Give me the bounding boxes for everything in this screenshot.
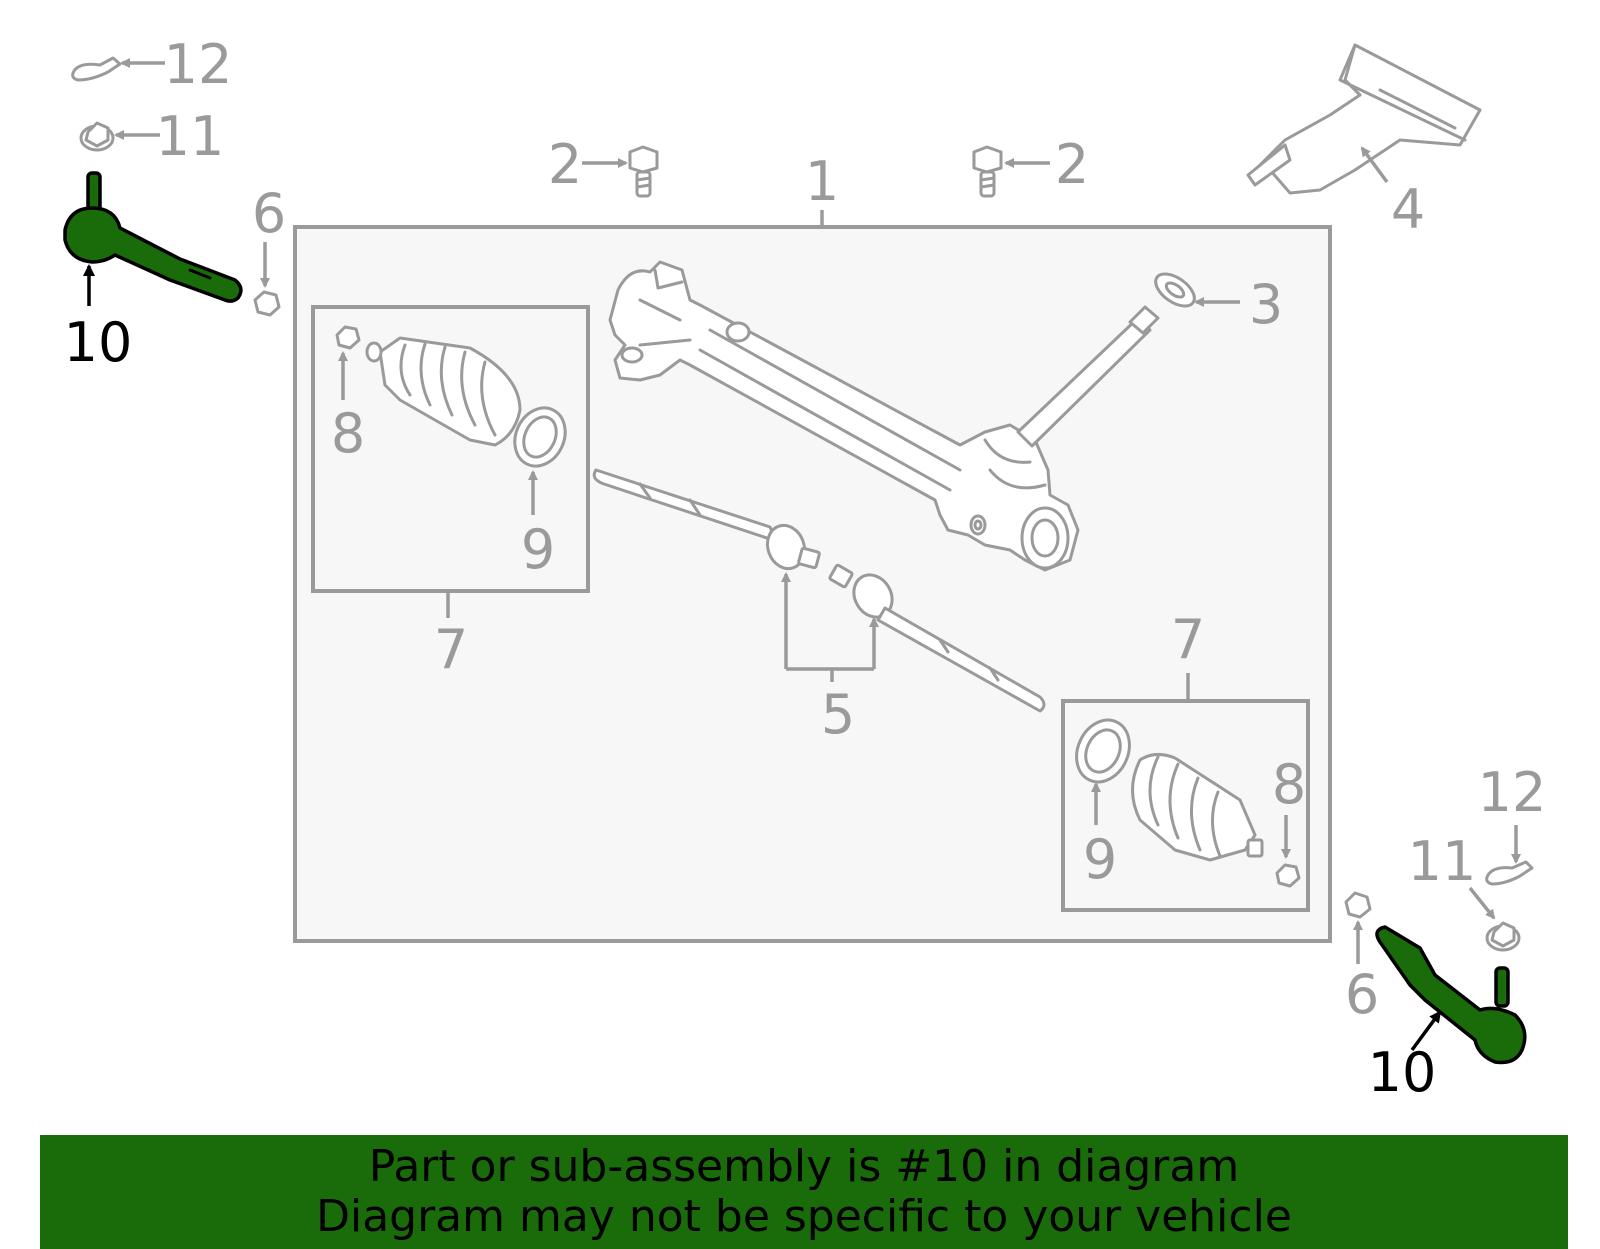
bolt-left bbox=[628, 145, 659, 198]
clamp-small-right bbox=[1275, 863, 1301, 888]
boot-kit-box-right bbox=[1061, 699, 1310, 912]
callout-9-right: 9 bbox=[1083, 828, 1117, 891]
callout-10-left: 10 bbox=[64, 311, 133, 374]
inner-tie-rod-left bbox=[592, 468, 821, 571]
boot-clamp-left bbox=[513, 406, 567, 468]
callout-12-right: 12 bbox=[1478, 761, 1547, 824]
part-info-banner: Part or sub-assembly is #10 in diagram D… bbox=[40, 1135, 1568, 1249]
jam-nut-right bbox=[1344, 891, 1372, 919]
callout-3: 3 bbox=[1249, 273, 1283, 336]
callout-6-left: 6 bbox=[252, 182, 286, 245]
leader-5-bracket bbox=[786, 667, 874, 682]
callout-5: 5 bbox=[821, 683, 855, 746]
callout-12-left: 12 bbox=[164, 33, 233, 96]
callout-11-left: 11 bbox=[156, 105, 225, 168]
callout-1: 1 bbox=[805, 150, 839, 213]
castle-nut-right bbox=[1485, 921, 1521, 952]
leader-4 bbox=[1360, 146, 1389, 184]
callout-4: 4 bbox=[1391, 178, 1425, 241]
callout-8-right: 8 bbox=[1272, 753, 1306, 816]
callout-2-left: 2 bbox=[548, 133, 582, 196]
callout-10-right: 10 bbox=[1368, 1041, 1437, 1104]
callout-9-left: 9 bbox=[521, 518, 555, 581]
dust-cover bbox=[1246, 43, 1482, 195]
cotter-pin-right bbox=[1485, 860, 1534, 886]
callout-2-right: 2 bbox=[1055, 133, 1089, 196]
boot-kit-box-left bbox=[311, 305, 590, 593]
clamp-small-left bbox=[335, 325, 361, 350]
outer-tie-rod-end-left bbox=[63, 171, 243, 303]
jam-nut-left bbox=[253, 290, 281, 317]
banner-line-2: Diagram may not be specific to your vehi… bbox=[316, 1191, 1292, 1242]
steering-rack-housing bbox=[608, 260, 1160, 572]
castle-nut-left bbox=[79, 121, 115, 152]
leader-10-right bbox=[1410, 1010, 1442, 1052]
callout-7-left: 7 bbox=[434, 618, 468, 681]
callout-8-left: 8 bbox=[331, 402, 365, 465]
banner-line-1: Part or sub-assembly is #10 in diagram bbox=[368, 1141, 1240, 1192]
cotter-pin-left bbox=[71, 56, 122, 82]
leader-11-right bbox=[1468, 886, 1496, 920]
steering-boot-left bbox=[365, 336, 522, 447]
inner-tie-rod-right bbox=[828, 563, 1046, 713]
callout-6-right: 6 bbox=[1345, 963, 1379, 1026]
callout-7-right: 7 bbox=[1171, 608, 1205, 671]
seal-ring bbox=[1154, 272, 1196, 308]
outer-tie-rod-end-right bbox=[1375, 925, 1527, 1065]
callout-11-right: 11 bbox=[1408, 830, 1477, 893]
steering-boot-right bbox=[1131, 753, 1264, 862]
bolt-right bbox=[972, 145, 1003, 198]
boot-clamp-right bbox=[1075, 718, 1131, 784]
